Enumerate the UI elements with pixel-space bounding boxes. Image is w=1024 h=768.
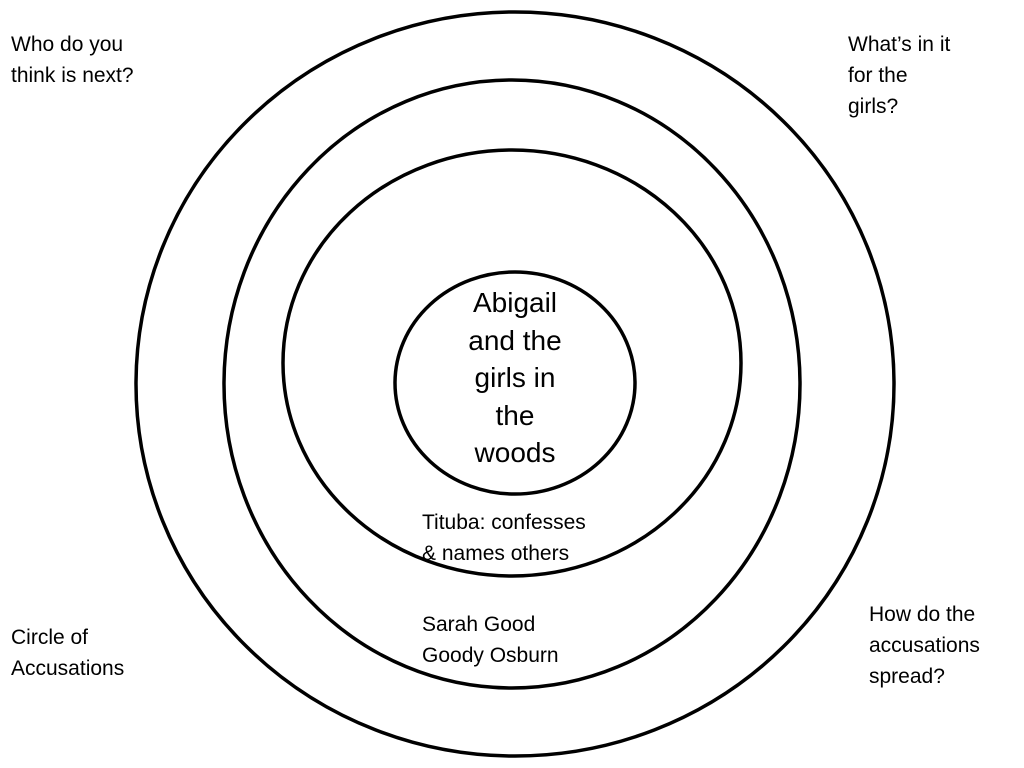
ring-3-label: Sarah Good Goody Osburn xyxy=(422,613,559,667)
diagram-title-circle-of-accusations: Circle of Accusations xyxy=(11,626,125,680)
center-circle-label: Abigail and the girls in the woods xyxy=(468,287,562,468)
ring-3 xyxy=(222,78,802,690)
ring-2 xyxy=(281,148,743,578)
center-circle xyxy=(393,270,637,496)
question-how-accusations-spread: How do the accusations spread? xyxy=(869,603,980,688)
outer-ring-4 xyxy=(134,10,896,758)
question-whats-in-it: What’s in it for the girls? xyxy=(848,33,951,118)
ring-2-label: Tituba: confesses & names others xyxy=(422,511,586,565)
question-who-is-next: Who do you think is next? xyxy=(11,33,134,87)
